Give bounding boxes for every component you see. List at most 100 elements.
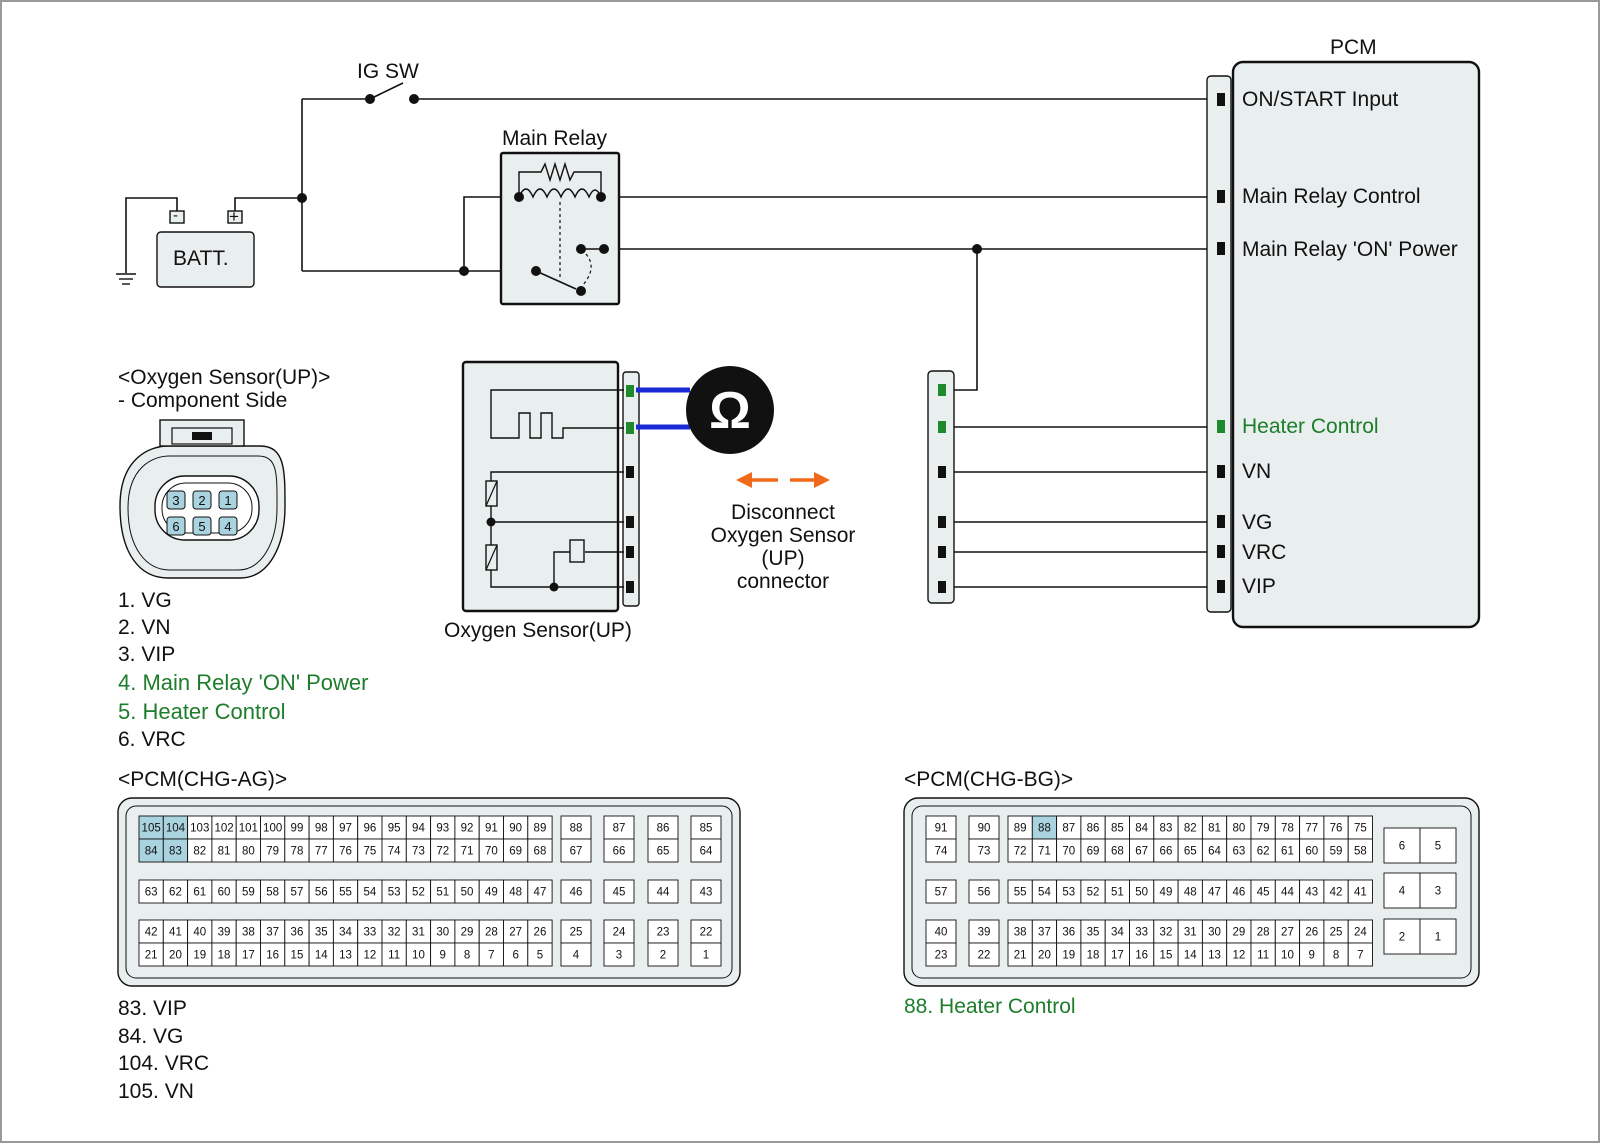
pin-number: 22 [700,927,713,939]
pin-cell: 51 [1104,879,1130,904]
pin-number: 85 [700,823,713,835]
pin-cell: 102 [211,815,237,840]
pin-cell: 51 [430,879,456,904]
pin-number: 22 [978,950,991,962]
pin-cell: 100 [260,815,286,840]
pin-cell: 4 [1383,872,1421,909]
pin-cell: 20 [162,942,189,967]
pin-number: 32 [1160,927,1173,939]
pin-cell: 64 [690,838,722,863]
pin-cell: 39 [968,919,1000,944]
pin-number: 38 [1014,927,1027,939]
pin-cell: 22 [968,942,1000,967]
pin-number: 52 [412,887,425,899]
oxygen-sensor-label: Oxygen Sensor(UP) [444,619,632,642]
pin-cell: 46 [560,879,592,904]
pin-number: 3 [616,950,622,962]
pin-number: 104 [166,823,186,835]
pin-number: 81 [1208,823,1221,835]
pin-cell: 89 [527,815,553,840]
pin-number: 12 [363,950,376,962]
pin-cell: 68 [527,838,553,863]
pin-cell: 10 [405,942,432,967]
pin-number: 8 [464,950,470,962]
pin-number: 65 [1184,846,1197,858]
pin-number: 85 [1111,823,1124,835]
pin-number: 21 [1014,950,1027,962]
pin-cell: 7 [1347,942,1373,967]
pin-number: 84 [145,846,158,858]
pin-number: 69 [1087,846,1100,858]
pin-number: 28 [1257,927,1270,939]
pin-number: 67 [1135,846,1148,858]
pin-cell: 5 [527,942,553,967]
pin-number: 39 [218,927,231,939]
pin-cell: 82 [187,838,213,863]
pin-number: 13 [1208,950,1221,962]
pin-number: 26 [534,927,547,939]
pin-number: 55 [339,887,352,899]
pin-number: 31 [1184,927,1197,939]
pin-number: 9 [440,950,446,962]
pin-cell: 32 [381,919,407,944]
pin-cell: 25 [1323,919,1349,944]
pin-number: 99 [291,823,304,835]
pin-cell: 53 [1056,879,1082,904]
pin-cell: 24 [1347,919,1373,944]
pin-cell: 16 [1129,942,1155,967]
pcm-pin-vrc: VRC [1242,541,1287,564]
pin-cell: 61 [1274,838,1301,863]
pcm-ag-pin-item: 84. VG [118,1024,184,1048]
pin-number: 92 [461,823,474,835]
pin-cell: 38 [235,919,261,944]
pin-cell: 40 [187,919,213,944]
pin-cell: 29 [454,919,480,944]
ig-switch-label: IG SW [357,60,419,83]
pin-cell: 2 [647,942,679,967]
pin-cell: 104 [162,815,189,840]
pin-number: 64 [1208,846,1221,858]
pin-cell: 52 [405,879,432,904]
pin-number: 44 [1281,887,1294,899]
pin-number: 4 [224,519,231,534]
pin-number: 10 [412,950,425,962]
pin-number: 16 [1135,950,1148,962]
pin-cell: 14 [308,942,334,967]
pin-number: 4 [1399,886,1406,898]
pin-cell: 48 [503,879,529,904]
pin-number: 18 [218,950,231,962]
pin-number: 48 [1184,887,1197,899]
sensor-pin-item: 6. VRC [118,728,186,751]
pin-cell: 32 [1153,919,1179,944]
pin-number: 54 [1038,887,1051,899]
pin-number: 16 [266,950,279,962]
pin-number: 77 [315,846,328,858]
pin-cell: 73 [968,838,1000,863]
pin-cell: 50 [454,879,480,904]
pin-cell: 71 [454,838,480,863]
pin-cell: 3 [603,942,635,967]
pin-cell: 49 [478,879,504,904]
pin-number: 100 [263,823,282,835]
pin-number: 10 [1281,950,1294,962]
pin-number: 46 [1232,887,1245,899]
pin-cell: 6 [503,942,529,967]
instruction-line: connector [736,570,830,593]
pin-cell: 15 [284,942,310,967]
pcm-pins [1217,93,1225,593]
pin-cell: 103 [187,815,213,840]
pin-cell: 25 [560,919,592,944]
pin-number: 86 [1087,823,1100,835]
pin-cell: 63 [138,879,164,904]
pin-number: 78 [1281,823,1294,835]
pin-number: 26 [1305,927,1318,939]
pin-number: 13 [339,950,352,962]
pin-number: 82 [193,846,206,858]
pin-number: 19 [193,950,206,962]
pin-number: 43 [700,887,713,899]
pin-number: 14 [1184,950,1197,962]
pin-cell: 46 [1226,879,1252,904]
pcm-pin-on-start: ON/START Input [1242,88,1399,111]
pin-number: 98 [315,823,328,835]
